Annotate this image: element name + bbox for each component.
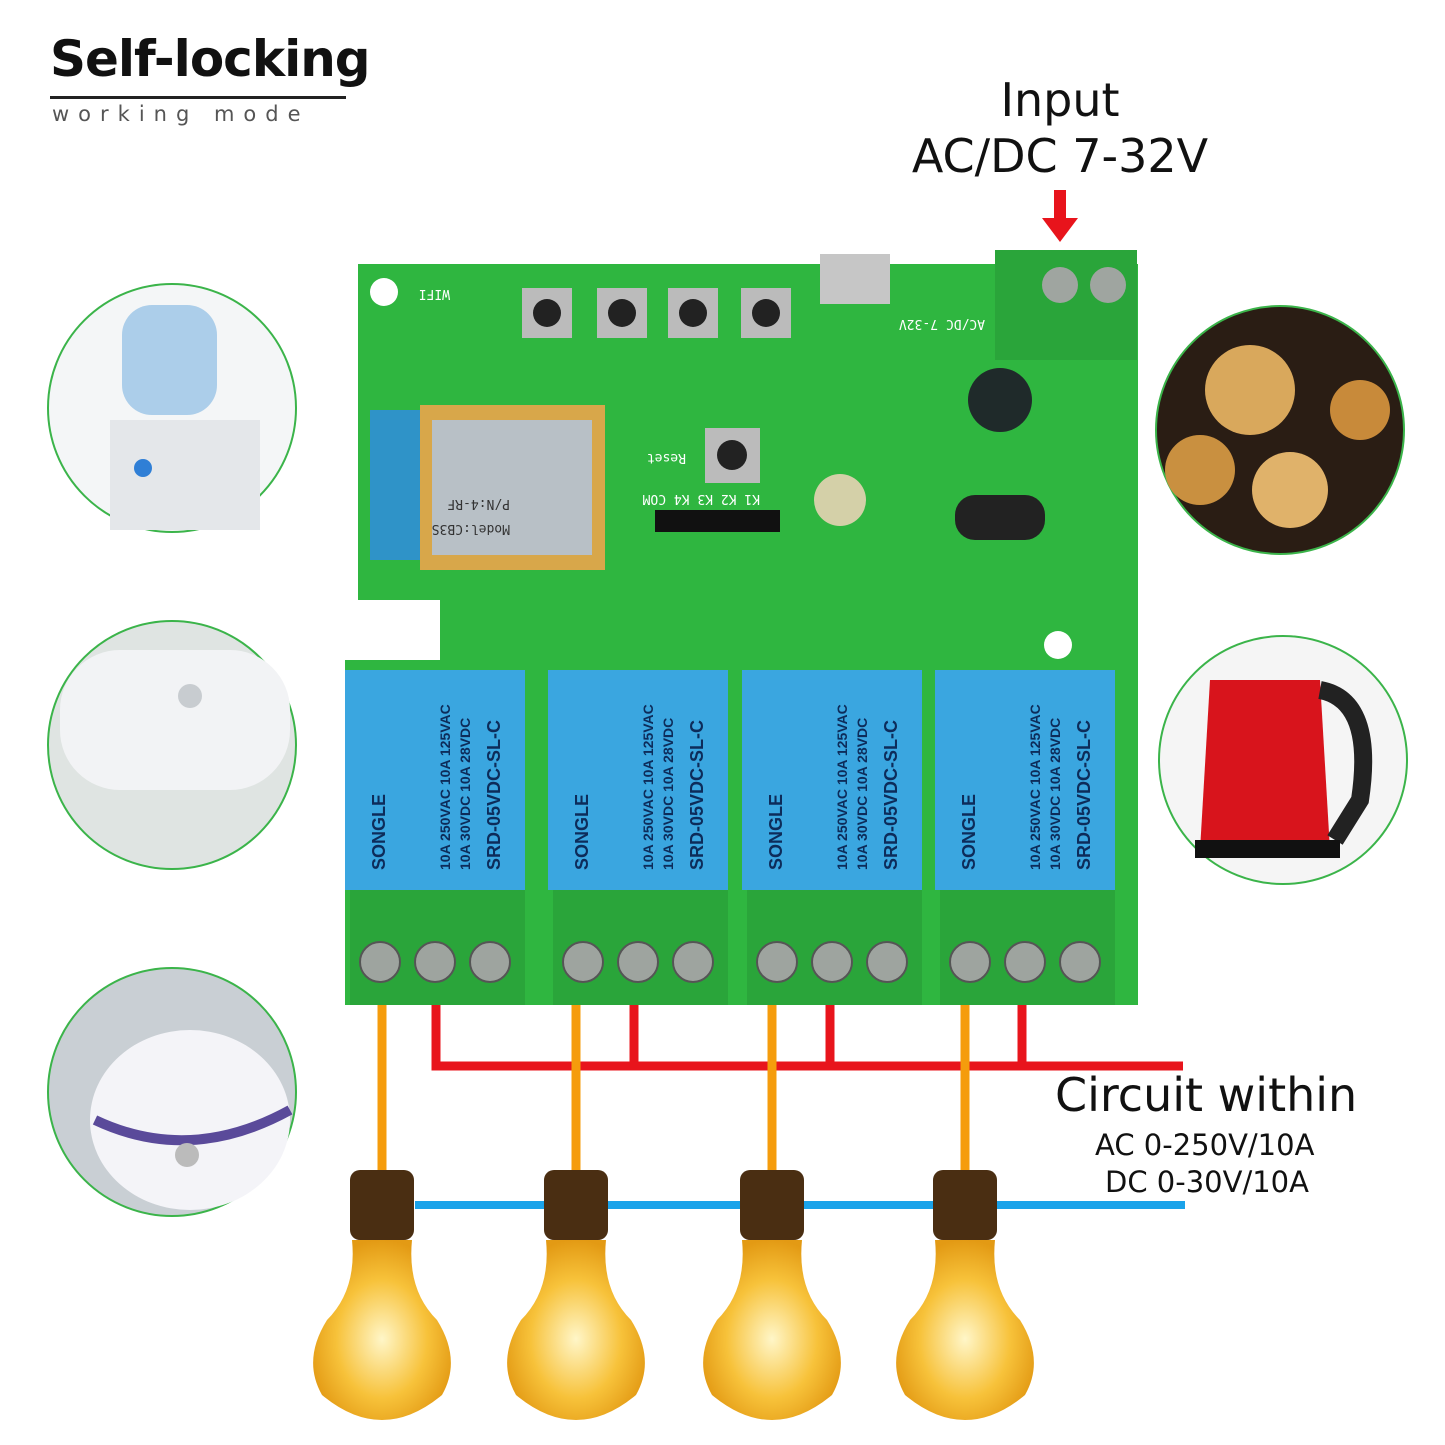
input-voltage-label: Input AC/DC 7-32V (900, 72, 1220, 184)
light-bulb-2 (507, 1170, 645, 1420)
power-input-terminal (995, 250, 1137, 360)
relay-dc-text: 10A 30VDC 10A 28VDC (660, 718, 676, 870)
module-model-label: Model:CB3S (432, 521, 510, 536)
relay-dc-text: 10A 30VDC 10A 28VDC (1047, 718, 1063, 870)
relay-model-text: SRD-05VDC-SL-C (881, 720, 901, 870)
antenna-coil (955, 495, 1045, 540)
circuit-dc-rating: DC 0-30V/10A (1105, 1165, 1309, 1199)
wifi-label: WIFI (419, 286, 450, 301)
button-1[interactable] (741, 288, 791, 338)
page-subtitle: working mode (52, 102, 310, 126)
live-wires (431, 1005, 1183, 1071)
title-divider (50, 96, 346, 99)
water-dispenser-photo (47, 283, 297, 533)
relay-brand-text: SONGLE (959, 794, 979, 870)
relay-dc-text: 10A 30VDC 10A 28VDC (854, 718, 870, 870)
circuit-title: Circuit within (1055, 1068, 1358, 1122)
pin-labels: K1 K2 K3 K4 COM (642, 491, 760, 506)
relay-output-terminal (553, 890, 728, 1005)
usb-port (820, 254, 890, 304)
relay-brand-text: SONGLE (572, 794, 592, 870)
circuit-ac-rating: AC 0-250V/10A (1095, 1128, 1315, 1162)
pendant-lamps-photo (1155, 305, 1405, 555)
relay-ac-text: 10A 250VAC 10A 125VAC (1027, 704, 1043, 870)
input-arrow-icon (1042, 190, 1078, 242)
input-title: Input (1000, 73, 1120, 127)
relay-ac-text: 10A 250VAC 10A 125VAC (437, 704, 453, 870)
page-title: Self-locking (50, 30, 371, 88)
button-3[interactable] (597, 288, 647, 338)
humidifier-photo (47, 967, 297, 1217)
module-pn-label: P/N:4-RF (447, 496, 510, 511)
water-heater-photo (47, 620, 297, 870)
relay-dc-text: 10A 30VDC 10A 28VDC (457, 718, 473, 870)
light-bulb-4 (896, 1170, 1034, 1420)
light-bulb-1 (313, 1170, 451, 1420)
relay-model-text: SRD-05VDC-SL-C (687, 720, 707, 870)
relay-body (935, 670, 1115, 890)
relay-model-text: SRD-05VDC-SL-C (1074, 720, 1094, 870)
capacitor (968, 368, 1032, 432)
relay-body (548, 670, 728, 890)
relay-body (742, 670, 922, 890)
relay-output-terminal (747, 890, 922, 1005)
electric-kettle-photo (1158, 635, 1408, 885)
light-bulb-3 (703, 1170, 841, 1420)
relay-model-text: SRD-05VDC-SL-C (484, 720, 504, 870)
relay-brand-text: SONGLE (369, 794, 389, 870)
relay-ac-text: 10A 250VAC 10A 125VAC (834, 704, 850, 870)
reset-label: Reset (647, 450, 686, 465)
relay-output-terminal (940, 890, 1115, 1005)
reset-button[interactable] (705, 428, 760, 483)
input-voltage: AC/DC 7-32V (911, 129, 1209, 183)
power-label: AC/DC 7-32V (899, 316, 985, 331)
load-wires (377, 1005, 970, 1175)
relay-ac-text: 10A 250VAC 10A 125VAC (640, 704, 656, 870)
button-4[interactable] (522, 288, 572, 338)
relay-brand-text: SONGLE (766, 794, 786, 870)
relay-body (345, 670, 525, 890)
relay-output-terminal (350, 890, 525, 1005)
button-2[interactable] (668, 288, 718, 338)
